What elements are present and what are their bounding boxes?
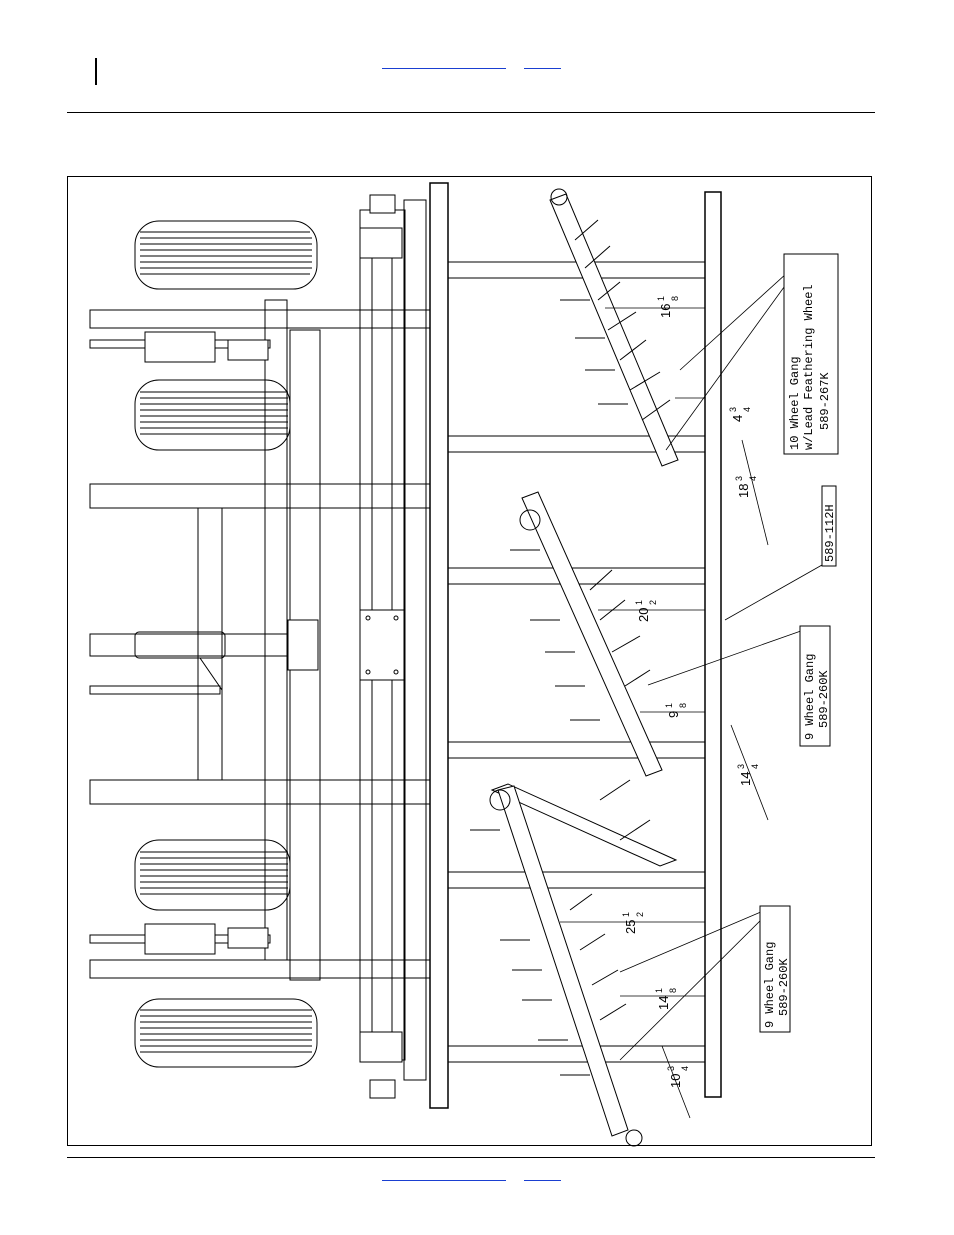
callout-1-line-2: w/Lead Feathering Wheel (802, 284, 816, 450)
disc-gang-2 (510, 492, 662, 776)
disc-gang-3 (470, 780, 676, 1146)
tire-top (135, 221, 317, 289)
callout-1-line-3: 589-267K (818, 372, 832, 430)
dim-label-1-whole: 16 (658, 304, 673, 318)
disc-gang-1 (550, 189, 678, 466)
dim-label-6-den: 4 (750, 764, 760, 769)
dim-label-7-den: 2 (635, 912, 645, 917)
dim-label-8-num: 1 (654, 988, 664, 993)
dim-label-4-num: 1 (634, 600, 644, 605)
dim-label-9-whole: 10 (668, 1074, 683, 1088)
cross-members (448, 262, 705, 1062)
tire-upper-mid (135, 380, 290, 450)
dim-label-5-den: 8 (678, 703, 688, 708)
dim-label-5-num: 1 (664, 703, 674, 708)
callout-1-line-1: 10 Wheel Gang (788, 356, 802, 450)
callout-4-line-1: 9 Wheel Gang (763, 942, 777, 1028)
tire-bottom (135, 999, 317, 1067)
dim-label-9-den: 4 (680, 1066, 690, 1071)
dim-label-4-den: 2 (648, 600, 658, 605)
dim-label-2-den: 4 (742, 407, 752, 412)
footer-link-1[interactable] (382, 1180, 506, 1181)
footer-rule (67, 1157, 875, 1158)
footer-link-2[interactable] (524, 1180, 561, 1181)
dim-label-7-whole: 25 (623, 920, 638, 934)
dim-label-6-num: 3 (736, 764, 746, 769)
dim-label-6-whole: 14 (738, 772, 753, 786)
dim-label-2-whole: 4 (730, 415, 745, 422)
callout-3-line-2: 589-260K (817, 670, 831, 728)
callout-3-line-1: 9 Wheel Gang (803, 654, 817, 740)
callout-2-text: 589-112H (823, 504, 837, 562)
dim-label-1-num: 1 (656, 296, 666, 301)
main-toolbar (430, 183, 448, 1108)
dim-label-7-num: 1 (621, 912, 631, 917)
dim-label-3-den: 4 (748, 476, 758, 481)
dim-label-8-den: 8 (668, 988, 678, 993)
dim-label-3-whole: 18 (736, 484, 751, 498)
dim-label-3-num: 3 (734, 476, 744, 481)
front-toolbar (705, 192, 721, 1097)
dim-label-4-whole: 20 (636, 608, 651, 622)
tire-lower-mid (135, 840, 290, 910)
dim-label-5-whole: 9 (666, 711, 681, 718)
dim-label-8-whole: 14 (656, 996, 671, 1010)
dim-label-2-num: 3 (728, 407, 738, 412)
dim-label-9-num: 3 (666, 1066, 676, 1071)
callout-4-line-2: 589-260K (777, 958, 791, 1016)
dim-label-1-den: 8 (670, 296, 680, 301)
